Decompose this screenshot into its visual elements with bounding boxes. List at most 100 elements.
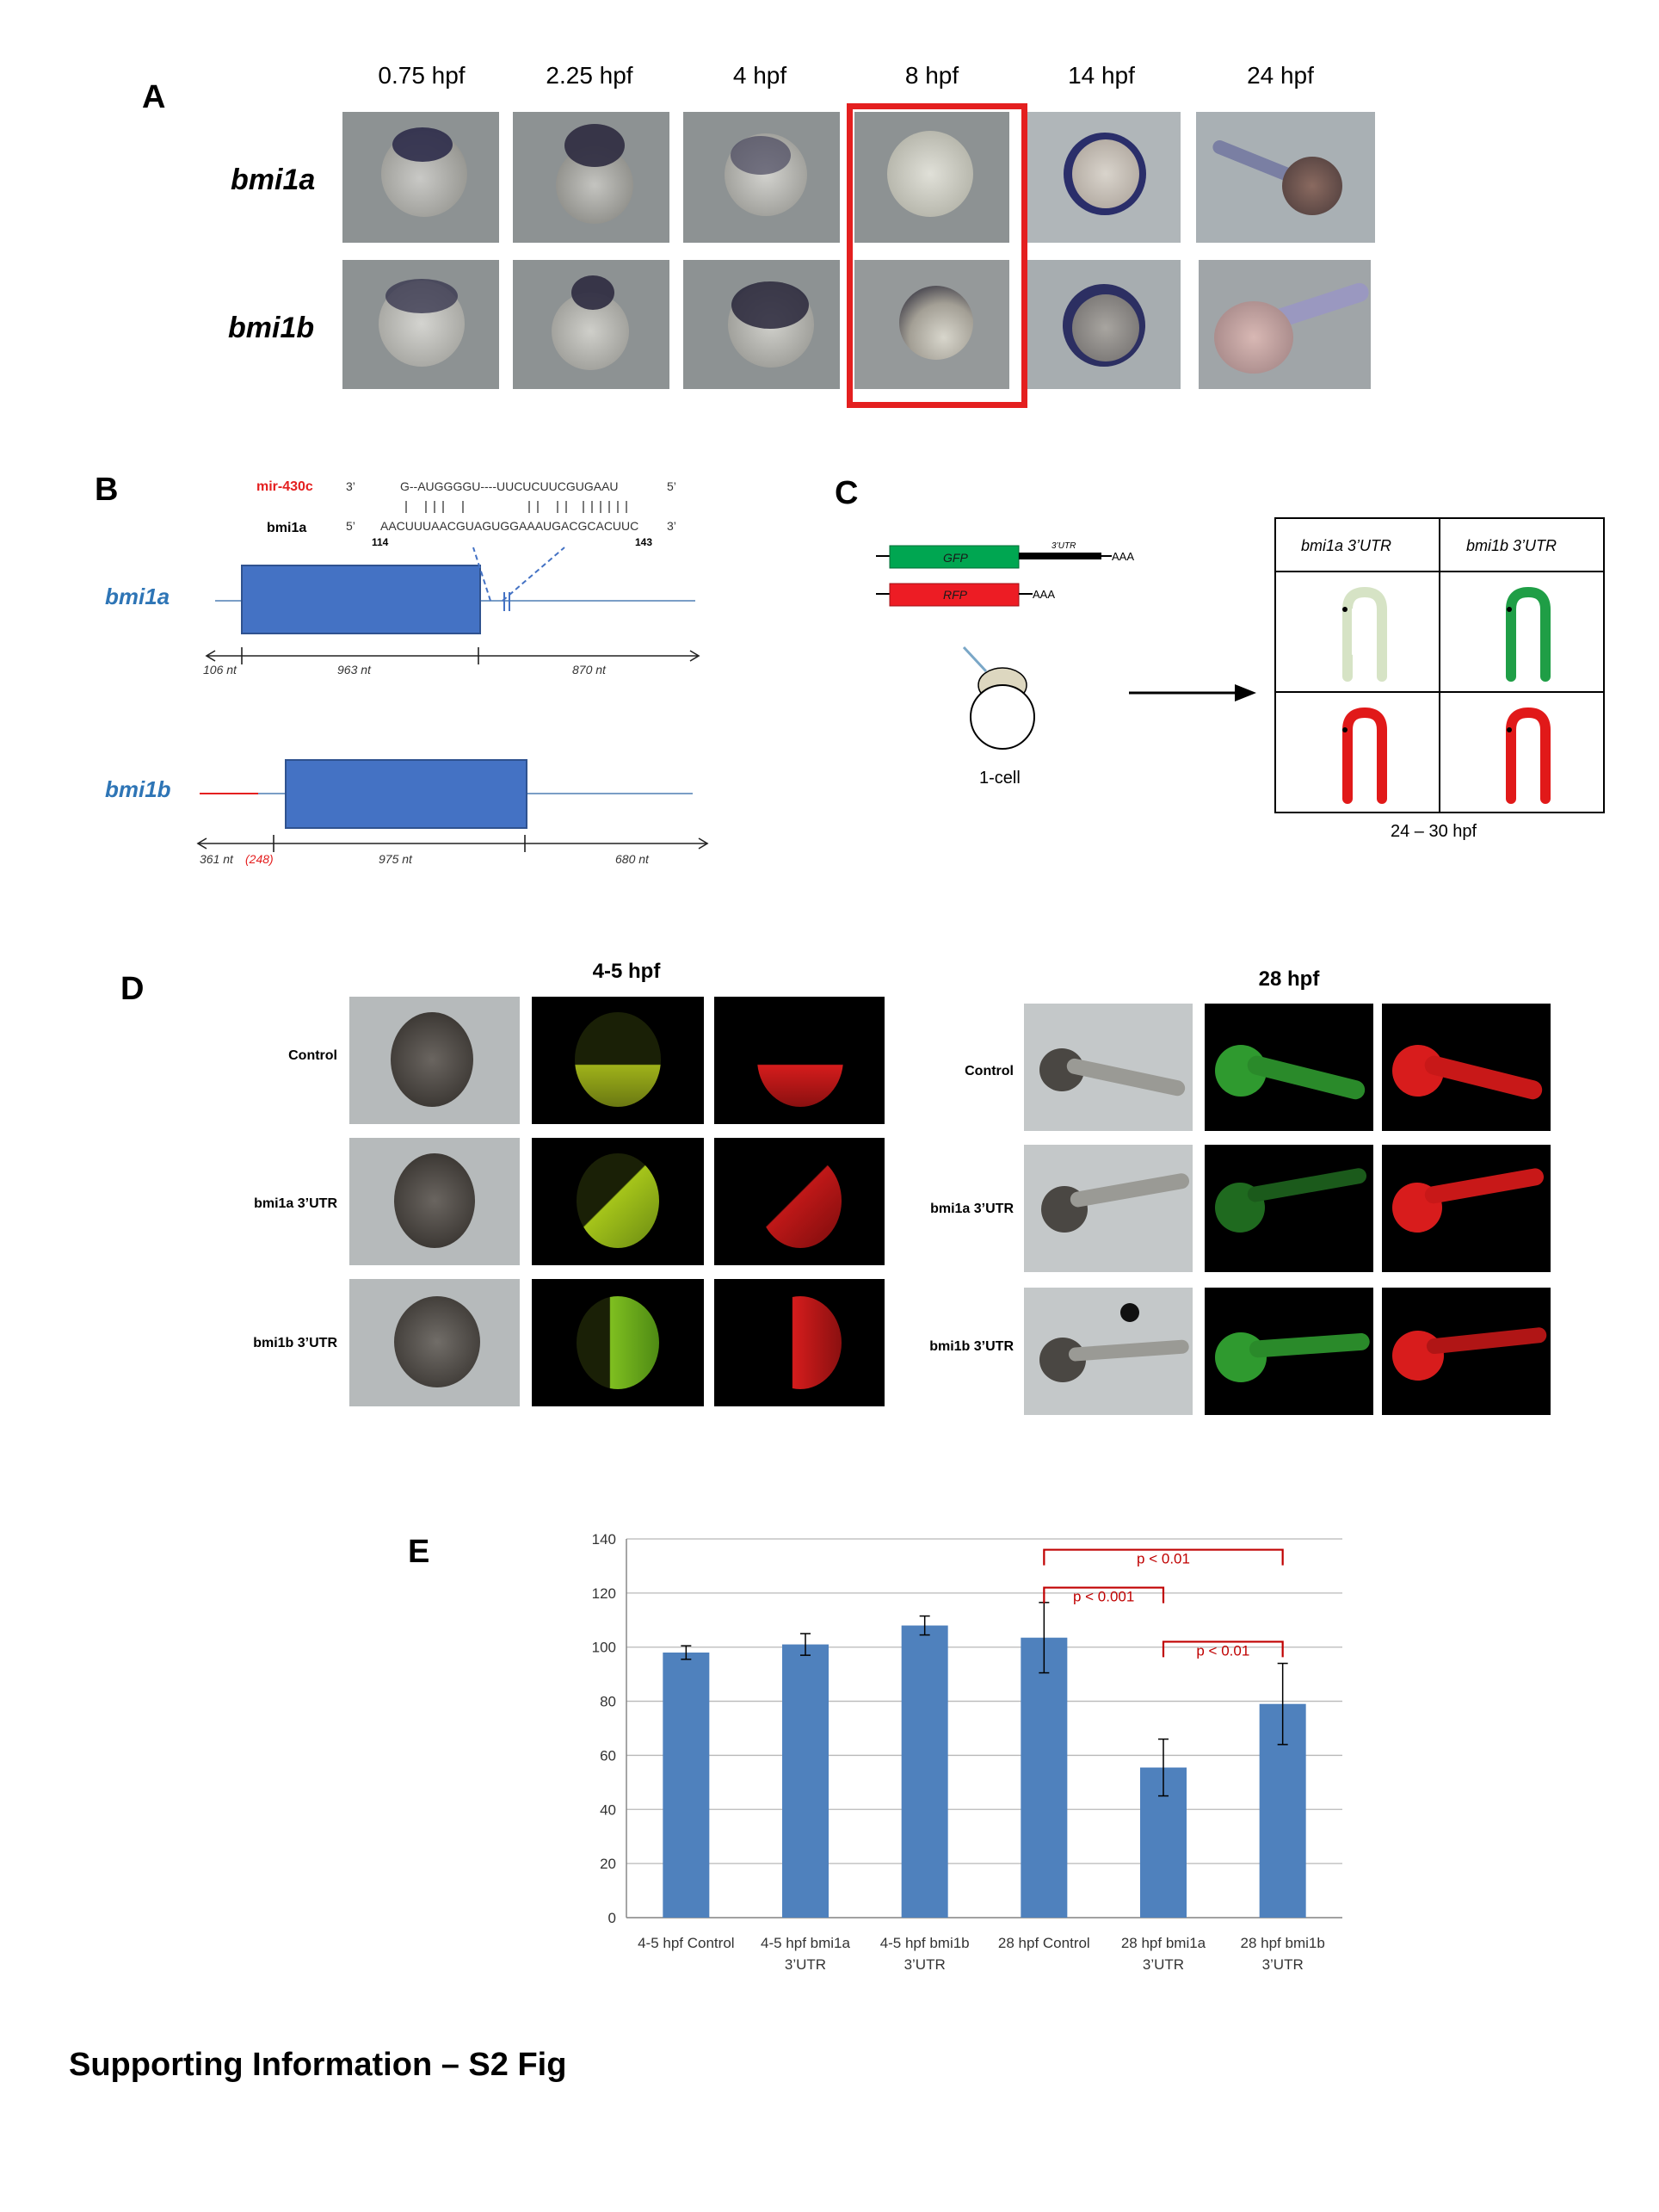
mirna-sequence: G--AUGGGGU----UUCUCUUCGUGAAU xyxy=(400,479,619,493)
embryo-image xyxy=(683,112,840,243)
timepoint-label-4: 8 hpf xyxy=(904,62,959,89)
a-seg-1: 106 nt xyxy=(203,663,237,677)
target-sequence: AACUUUAACGUAGUGGAAAUGACGCACUUC xyxy=(380,519,638,533)
embryo-image xyxy=(1024,260,1181,389)
d-row-label-right: bmi1a 3’UTR xyxy=(930,1202,1014,1216)
x-tick-label: 4-5 hpf bmi1a xyxy=(761,1935,850,1951)
position-end: 143 xyxy=(635,536,652,548)
b-seg-1-red: (248) xyxy=(245,852,274,866)
x-tick-label: 3’UTR xyxy=(1143,1956,1184,1973)
bar xyxy=(1021,1637,1068,1918)
embryo-image xyxy=(683,260,840,389)
d-title-right: 28 hpf xyxy=(1258,967,1320,991)
rfp-image xyxy=(1382,1004,1551,1131)
fish-icon xyxy=(1506,707,1551,804)
fish-icon xyxy=(1342,586,1387,682)
embryo-image xyxy=(854,112,1009,243)
y-tick-label: 0 xyxy=(608,1910,616,1926)
polya-2: AAA xyxy=(1033,588,1055,601)
y-tick-label: 60 xyxy=(600,1747,616,1764)
gene-label-bmi1b: bmi1b xyxy=(228,312,315,344)
one-cell-label: 1-cell xyxy=(979,769,1021,788)
panel-a-letter: A xyxy=(142,79,166,115)
a-seg-3: 870 nt xyxy=(572,663,607,677)
panel-b-gene-diagram: mir-430c 3’ G--AUGGGGU----UUCUCUUCGUGAAU… xyxy=(105,479,709,866)
target-left-end: 5’ xyxy=(346,519,355,533)
gfp-text: GFP xyxy=(943,551,968,565)
significance-bracket xyxy=(1043,1586,1165,1603)
panel-b-letter: B xyxy=(95,472,119,508)
d-row-label-right: bmi1b 3’UTR xyxy=(929,1339,1014,1354)
rfp-image xyxy=(1382,1145,1551,1272)
d-row-label-left: bmi1a 3’UTR xyxy=(254,1196,337,1211)
panel-d-letter: D xyxy=(120,971,145,1007)
x-tick-label: 3’UTR xyxy=(1262,1956,1304,1973)
d-title-left: 4-5 hpf xyxy=(592,960,661,983)
d-row-label-left: Control xyxy=(288,1048,337,1063)
significance-bracket xyxy=(1043,1548,1284,1566)
bmi1b-coding-box xyxy=(285,759,527,829)
b-seg-2: 975 nt xyxy=(379,852,413,866)
significance-label: p < 0.001 xyxy=(1073,1589,1134,1605)
gene-b-label: bmi1b xyxy=(105,776,171,802)
rfp-image xyxy=(714,997,885,1124)
b-seg-3: 680 nt xyxy=(615,852,650,866)
position-start: 114 xyxy=(372,536,389,548)
embryo-image xyxy=(1196,112,1375,243)
gfp-image xyxy=(532,1138,704,1265)
mirna-label: mir-430c xyxy=(256,479,313,494)
bmi1a-coding-box xyxy=(241,565,481,634)
target-right-end: 3’ xyxy=(667,519,676,533)
bar xyxy=(782,1644,829,1918)
x-tick-label: 28 hpf Control xyxy=(998,1935,1090,1951)
timepoint-label-2: 2.25 hpf xyxy=(546,62,633,89)
significance-label: p < 0.01 xyxy=(1196,1642,1249,1659)
x-tick-label: 4-5 hpf Control xyxy=(638,1935,734,1951)
timepoint-label-1: 0.75 hpf xyxy=(378,62,466,89)
polya-1: AAA xyxy=(1112,550,1134,563)
significance-label: p < 0.01 xyxy=(1137,1551,1190,1567)
fish-icon xyxy=(1506,586,1551,682)
x-tick-label: 3’UTR xyxy=(904,1956,946,1973)
timepoint-label-3: 4 hpf xyxy=(732,62,787,89)
table-col-1: bmi1a 3’UTR xyxy=(1301,537,1391,554)
embryo-image xyxy=(513,260,669,389)
embryo-image xyxy=(1024,112,1181,243)
rfp-text: RFP xyxy=(943,588,968,602)
gfp-image xyxy=(532,1279,704,1406)
y-tick-label: 20 xyxy=(600,1856,616,1872)
target-label: bmi1a xyxy=(267,521,306,535)
brightfield-image xyxy=(349,1279,520,1406)
bar xyxy=(663,1653,710,1918)
gfp-image xyxy=(1205,1288,1373,1415)
table-time-label: 24 – 30 hpf xyxy=(1391,822,1477,841)
y-tick-label: 140 xyxy=(592,1531,616,1548)
brightfield-image xyxy=(1024,1004,1193,1131)
panel-c-scheme: GFP 3’UTR AAA RFP AAA 1-cell bmi1a 3’UTR… xyxy=(876,517,1605,841)
embryo-image xyxy=(342,260,499,389)
timepoint-label-6: 24 hpf xyxy=(1247,62,1314,89)
highlight-box-8hpf xyxy=(847,103,1027,408)
rfp-box xyxy=(889,583,1020,607)
bar xyxy=(901,1625,948,1918)
y-tick-label: 80 xyxy=(600,1694,616,1710)
embryo-image xyxy=(854,260,1009,389)
rfp-image xyxy=(714,1279,885,1406)
brightfield-image xyxy=(1024,1288,1193,1415)
brightfield-image xyxy=(349,1138,520,1265)
gene-a-label: bmi1a xyxy=(105,584,170,609)
rfp-image xyxy=(714,1138,885,1265)
utr-text: 3’UTR xyxy=(1052,541,1076,551)
x-tick-label: 28 hpf bmi1a xyxy=(1121,1935,1206,1951)
gfp-image xyxy=(1205,1145,1373,1272)
mirna-left-end: 3’ xyxy=(346,479,355,493)
significance-bracket xyxy=(1162,1640,1284,1658)
y-tick-label: 100 xyxy=(592,1640,616,1656)
brightfield-image xyxy=(1024,1145,1193,1272)
gfp-box xyxy=(889,545,1020,569)
mirna-right-end: 5’ xyxy=(667,479,676,493)
a-seg-2: 963 nt xyxy=(337,663,372,677)
gfp-image xyxy=(1205,1004,1373,1131)
d-row-label-right: Control xyxy=(965,1064,1014,1078)
